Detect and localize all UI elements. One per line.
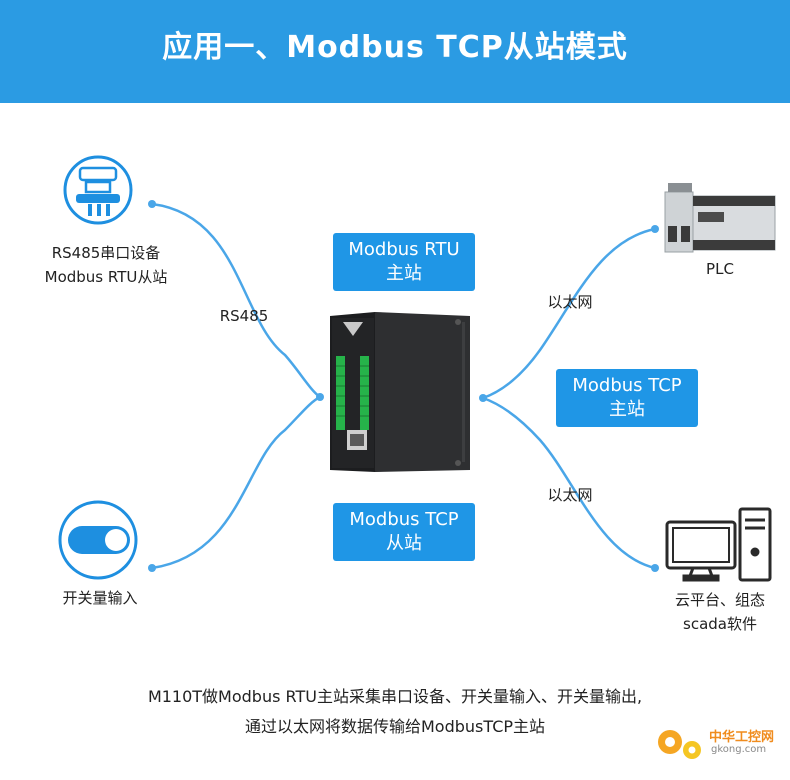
- box-line-1: Modbus RTU: [348, 239, 460, 260]
- wire-cloud: [481, 396, 657, 570]
- label-line-2: scada软件: [683, 615, 757, 633]
- m110t-device-image: [330, 312, 470, 472]
- ethernet-link-label-top: 以太网: [547, 293, 593, 311]
- modbus-tcp-slave-box: Modbus TCP 从站: [333, 503, 475, 561]
- ethernet-link-label-bottom: 以太网: [547, 486, 593, 504]
- wire-switch-input: [150, 395, 322, 570]
- box-line-2: 主站: [609, 399, 645, 420]
- wire-endpoints: [148, 200, 659, 572]
- box-line-1: Modbus TCP: [349, 509, 459, 530]
- cloud-scada-label: 云平台、组态 scada软件: [660, 588, 780, 636]
- footer-line-1: M110T做Modbus RTU主站采集串口设备、开关量输入、开关量输出,: [147, 687, 643, 706]
- plc-label: PLC: [706, 260, 734, 278]
- box-line-2: 从站: [386, 533, 422, 554]
- box-line-1: Modbus TCP: [572, 375, 682, 396]
- computer-icon: [665, 507, 772, 582]
- serial-port-icon: [63, 155, 133, 225]
- modbus-tcp-master-box: Modbus TCP 主站: [556, 369, 698, 427]
- wire-rs485-device: [150, 202, 322, 399]
- modbus-rtu-master-box: Modbus RTU 主站: [333, 233, 475, 291]
- wire-plc: [481, 227, 657, 400]
- page-title: 应用一、Modbus TCP从站模式: [162, 29, 628, 65]
- rs485-link-label: RS485: [219, 307, 269, 325]
- watermark-gear-icon: [658, 730, 701, 759]
- label-line-2: Modbus RTU从站: [44, 268, 168, 286]
- plc-icon: [664, 183, 776, 253]
- box-line-2: 主站: [386, 263, 422, 284]
- toggle-switch-icon: [58, 500, 138, 580]
- watermark-text-cn: 中华工控网: [709, 730, 775, 745]
- rs485-device-label: RS485串口设备 Modbus RTU从站: [18, 241, 194, 289]
- watermark: 中华工控网 gkong.com: [653, 722, 783, 768]
- header-banner: 应用一、Modbus TCP从站模式: [0, 0, 790, 103]
- label-line-1: 云平台、组态: [674, 591, 765, 609]
- footer-line-2: 通过以太网将数据传输给ModbusTCP主站: [244, 717, 546, 736]
- watermark-text-en: gkong.com: [711, 744, 767, 755]
- switch-input-label: 开关量输入: [62, 589, 138, 607]
- connection-wires: [150, 202, 657, 570]
- label-line-1: RS485串口设备: [51, 244, 161, 262]
